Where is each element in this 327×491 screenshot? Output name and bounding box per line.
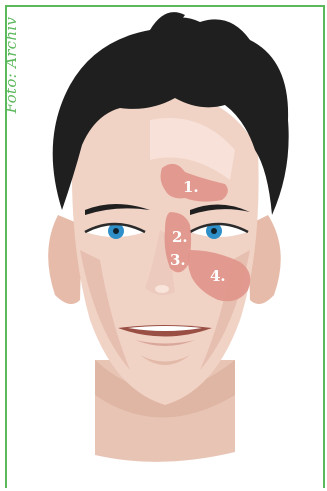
- region-label-4: 4.: [210, 267, 226, 285]
- right-pupil: [211, 228, 217, 234]
- nose-tip-highlight: [155, 285, 169, 293]
- left-pupil: [113, 228, 119, 234]
- region-label-3: 3.: [170, 251, 186, 269]
- region-label-2: 2.: [172, 228, 188, 246]
- region-label-1: 1.: [183, 178, 199, 196]
